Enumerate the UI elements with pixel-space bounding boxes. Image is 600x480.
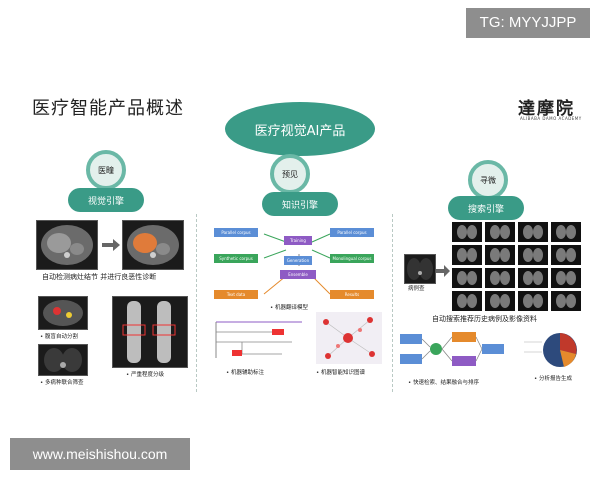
middle-caption-translation: • 机器翻译模型 [270, 305, 308, 311]
box-synthetic-corpus: Synthetic corpus [214, 254, 258, 263]
ct-abdomen-image [41, 225, 93, 265]
box-generation: Generation [284, 256, 312, 265]
section-left-pill: 视觉引擎 [68, 188, 144, 212]
middle-caption-annotation: • 机器辅助标注 [226, 370, 264, 376]
section-right-pill-label: 搜索引擎 [467, 204, 504, 215]
ct-thumbnail-grid [452, 222, 581, 311]
ct-tumor-image [38, 296, 88, 330]
section-left-ring: 医疃 [86, 150, 126, 190]
section-left-pill-label: 视觉引擎 [87, 196, 124, 207]
ct-segmented-image [127, 225, 179, 265]
box-parallel-corpus-1: Parallel corpus [214, 228, 258, 237]
xray-knee-image [112, 296, 188, 368]
section-right-ring-label: 寻微 [480, 175, 496, 185]
box-ensemble: Ensemble [280, 270, 316, 279]
retrieval-flow-diagram [398, 328, 508, 374]
box-training: Training [284, 236, 312, 245]
logo-subtitle: ALIBABA DAMO ACADEMY [520, 116, 582, 121]
section-middle-ring: 预见 [270, 154, 310, 194]
box-text-data: Text data [214, 290, 258, 299]
section-middle-ring-label: 预见 [282, 169, 298, 179]
arrow-right-icon [436, 262, 450, 277]
middle-caption-knowledge: • 机器智能知识图谱 [316, 370, 365, 376]
ct-scan-original [36, 220, 98, 270]
knowledge-graph-image [316, 312, 382, 364]
watermark-tag: TG: MYYJJPP [466, 8, 590, 38]
section-left-ring-label: 医疃 [98, 165, 114, 175]
logo: 達摩院 [518, 99, 575, 119]
query-ct-image [404, 254, 436, 284]
divider-right [392, 214, 394, 392]
right-caption-main: 自动搜索推荐历史病例及影像资料 [432, 315, 537, 323]
right-caption-report: • 分析报告生成 [534, 376, 572, 382]
left-caption-c: • 多病种联合筛查 [40, 380, 84, 386]
ct-chest-image [38, 344, 88, 376]
section-right-ring: 寻微 [468, 160, 508, 200]
left-caption-main: 自动检测病灶结节 并进行良恶性诊断 [42, 273, 157, 281]
section-right-pill: 搜索引擎 [448, 196, 524, 220]
annotation-tree-diagram [212, 318, 308, 362]
box-monolingual-corpus: Monolingual corpus [330, 254, 374, 263]
footer-watermark: www.meishishou.com [10, 438, 190, 470]
ct-scan-segmented [122, 220, 184, 270]
left-caption-b: • 严重程度分级 [126, 372, 164, 378]
box-parallel-corpus-2: Parallel corpus [330, 228, 374, 237]
query-label: 病例查 [408, 286, 425, 292]
section-middle-pill-label: 知识引擎 [281, 200, 318, 211]
page-title: 医疗智能产品概述 [32, 98, 184, 119]
report-pie-image [520, 330, 580, 370]
search-results-grid [452, 222, 582, 312]
central-bubble: 医疗视觉AI产品 [225, 102, 375, 156]
box-results: Results [330, 290, 374, 299]
section-middle-pill: 知识引擎 [262, 192, 338, 216]
arrow-right-icon [102, 236, 120, 251]
right-caption-fusion: • 快速检索、结果融合与排序 [408, 380, 479, 386]
left-caption-a: • 腹盲自动分割 [40, 334, 78, 340]
divider-left [196, 214, 198, 392]
